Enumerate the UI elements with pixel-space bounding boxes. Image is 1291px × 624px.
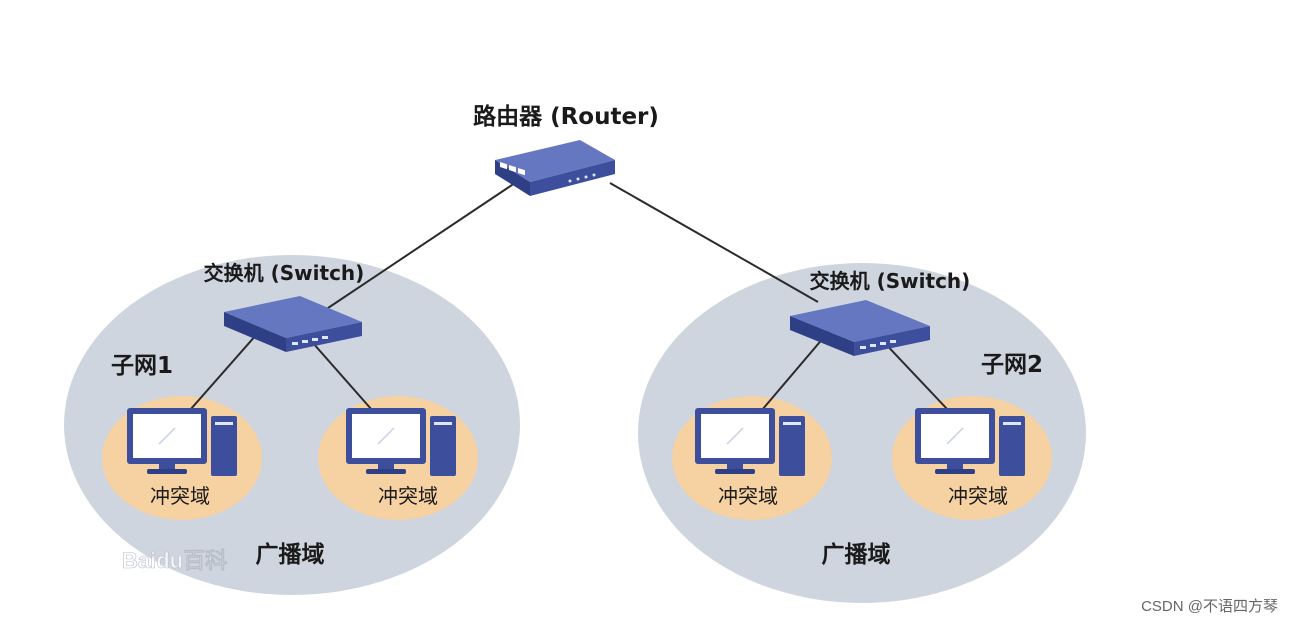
switch-label-2: 交换机 (Switch) (810, 269, 971, 293)
csdn-credit: CSDN @不语四方琴 (1141, 598, 1278, 615)
baidu-watermark: Baidu百科 (122, 548, 227, 573)
computer-icon-1b (346, 408, 456, 476)
switch-icon-2 (790, 300, 930, 356)
computer-icon-2b (915, 408, 1025, 476)
broadcast-domain-label-2: 广播域 (822, 541, 891, 568)
broadcast-domain-label-1: 广播域 (256, 541, 325, 568)
computer-icon-1a (127, 408, 237, 476)
switch-label-1: 交换机 (Switch) (204, 261, 365, 285)
subnet-label-1: 子网1 (111, 353, 173, 379)
switch-icon-1 (224, 296, 362, 352)
collision-domain-label-2b: 冲突域 (948, 484, 1008, 508)
network-links (189, 182, 949, 411)
collision-domain-label-1b: 冲突域 (378, 484, 438, 508)
collision-domain-label-1a: 冲突域 (150, 484, 210, 508)
router-icon (495, 140, 615, 196)
computer-icon-2a (695, 408, 805, 476)
subnet-label-2: 子网2 (981, 352, 1043, 378)
collision-domain-label-2a: 冲突域 (718, 484, 778, 508)
router-label: 路由器 (Router) (473, 103, 659, 130)
